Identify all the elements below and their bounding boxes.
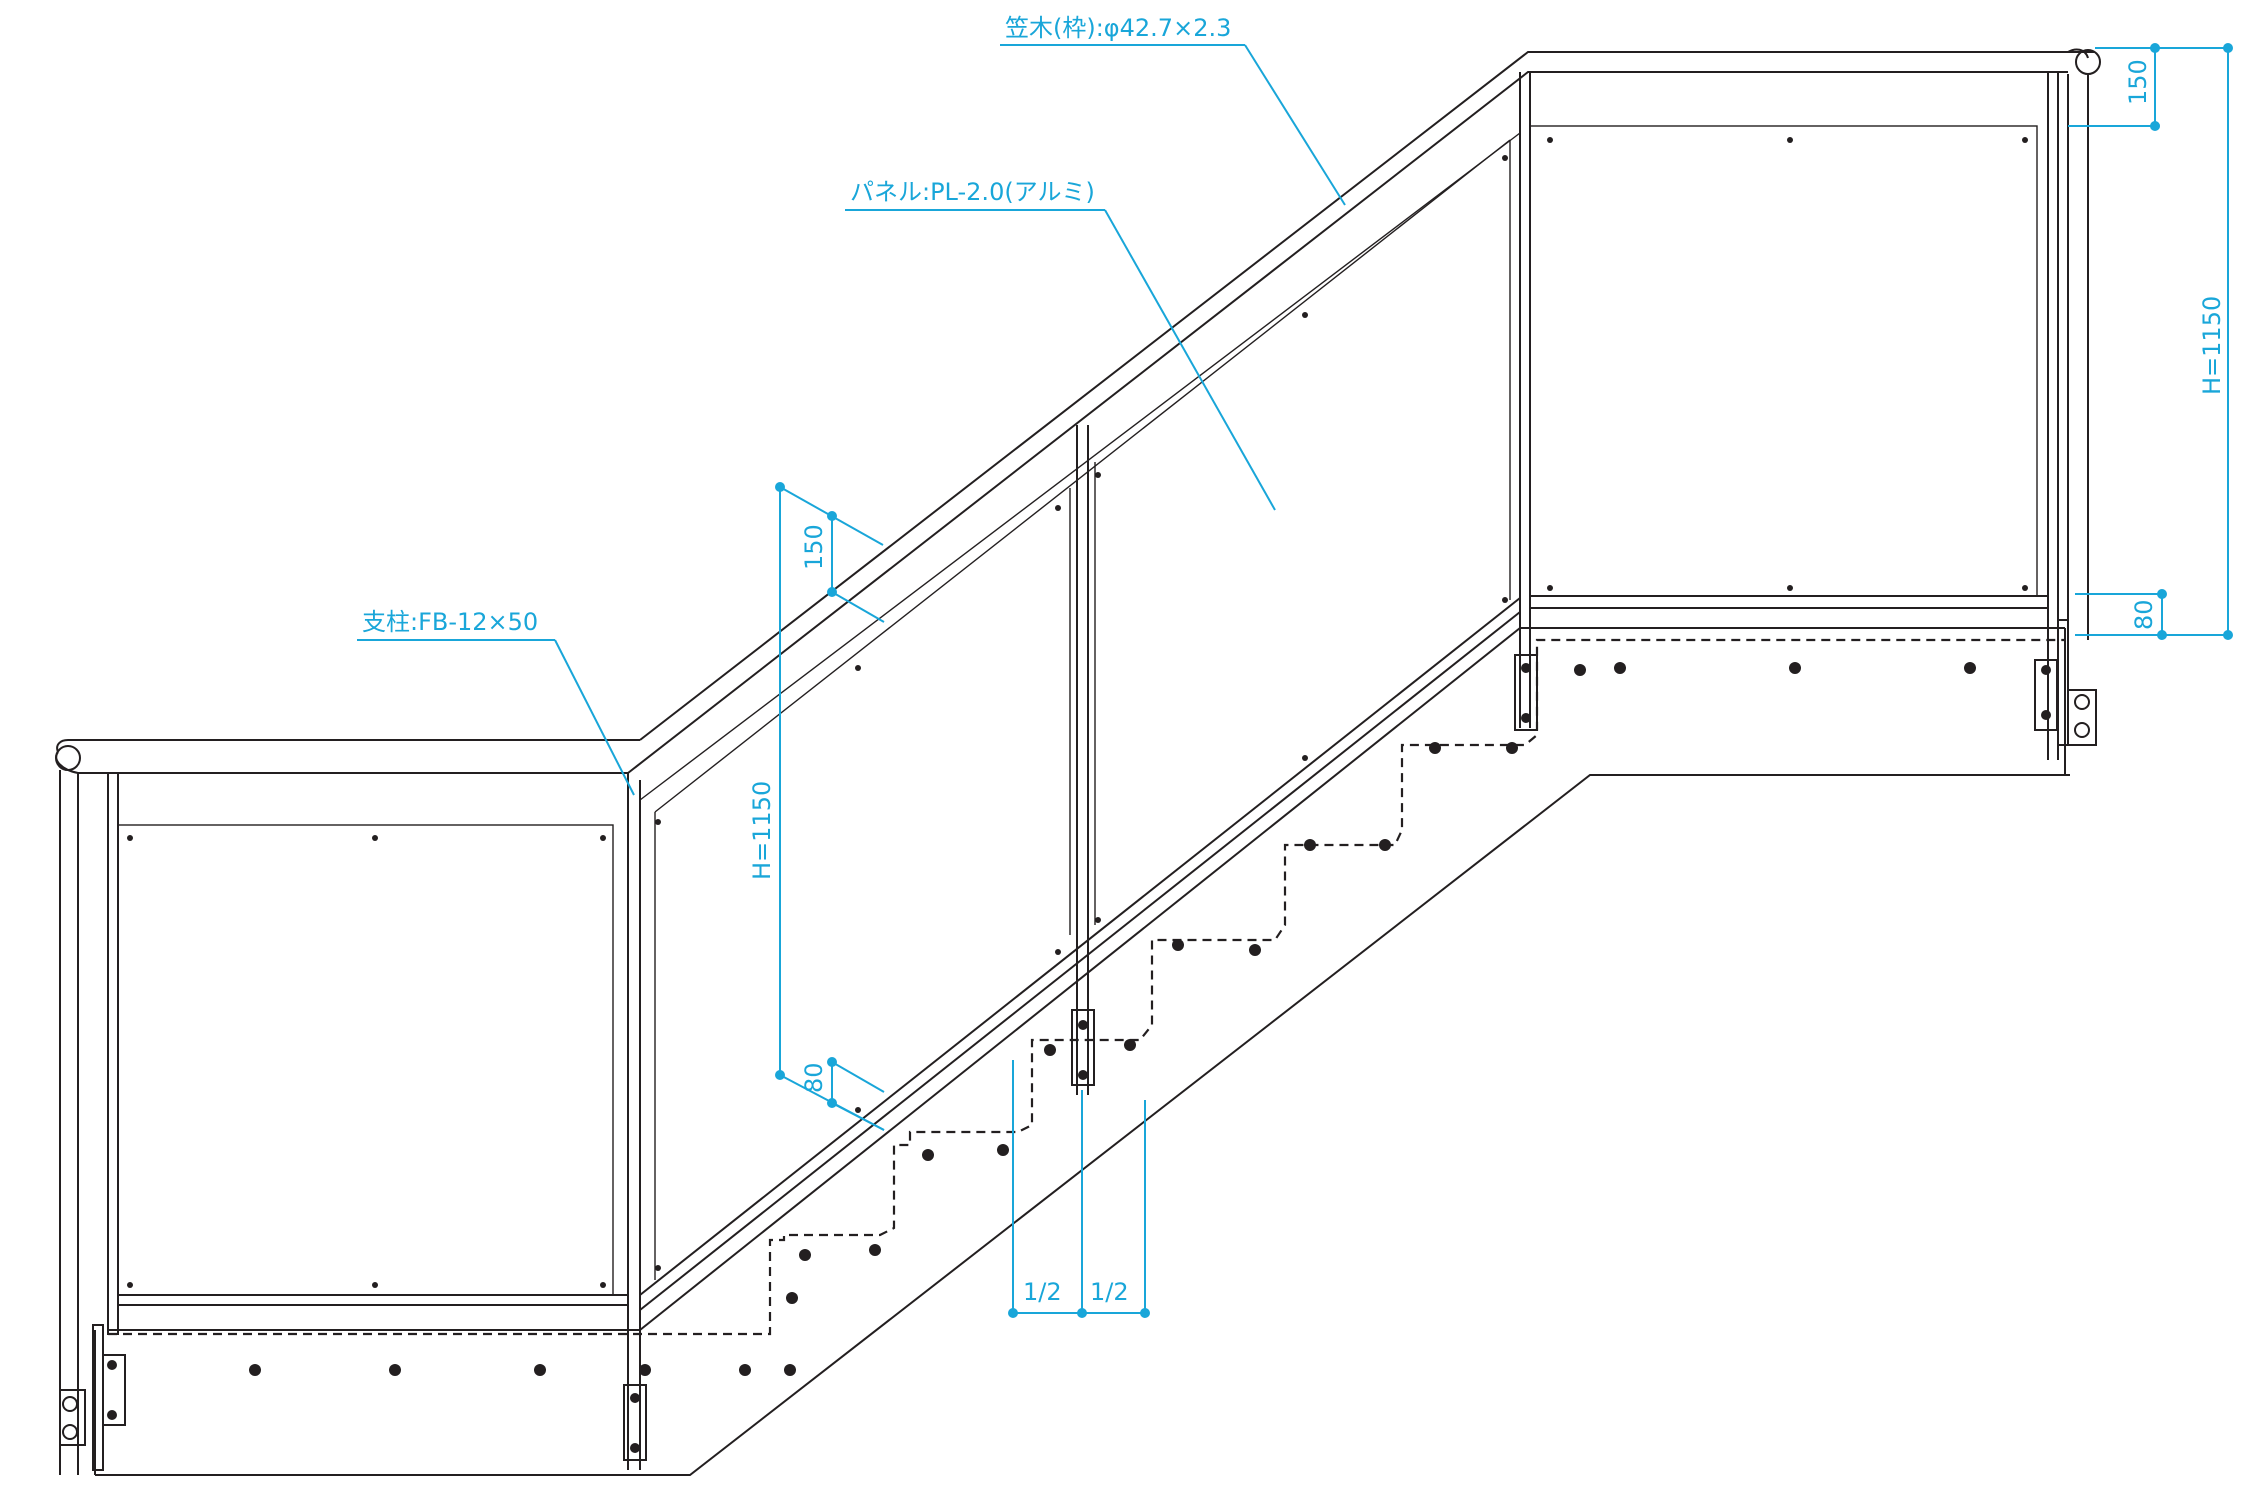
post-label: 支柱:FB-12×50	[362, 608, 538, 636]
handrail-label: 笠木(枠):φ42.7×2.3	[1005, 14, 1231, 42]
right-landing-railing	[1529, 48, 2101, 760]
base-bracket-left	[59, 1324, 126, 1471]
half-left-label: 1/2	[1023, 1278, 1062, 1306]
panel-fixing-dots	[127, 137, 2028, 1288]
base-bracket-right	[2034, 619, 2097, 746]
slope-height-label: H=1150	[748, 781, 776, 880]
slope-top-gap-label: 150	[800, 524, 828, 570]
post-callout: 支柱:FB-12×50	[357, 608, 635, 796]
stair-stringer	[94, 627, 2070, 1476]
panel-label: パネル:PL-2.0(アルミ)	[850, 178, 1095, 206]
stringer-bolts	[249, 662, 1976, 1376]
steps-hidden-outline	[108, 638, 2065, 1336]
right-bottom-gap-label: 80	[2130, 599, 2158, 630]
slope-railing	[627, 51, 2095, 1470]
half-right-label: 1/2	[1090, 1278, 1129, 1306]
half-span-dimension: 1/2 1/2	[1008, 1060, 1150, 1318]
base-bracket-upper	[1514, 654, 1538, 731]
right-height-label: H=1150	[2198, 296, 2226, 395]
slope-bottom-gap-label: 80	[800, 1062, 828, 1093]
right-dimension: 150 H=1150 80	[2068, 43, 2233, 640]
slope-dimension: 150 H=1150 80	[748, 482, 885, 1131]
right-top-gap-label: 150	[2124, 59, 2152, 105]
panel-callout: パネル:PL-2.0(アルミ)	[845, 178, 1276, 511]
base-bracket-mid	[1071, 1009, 1095, 1086]
base-bracket-mid-left	[623, 1384, 647, 1461]
handrail-callout: 笠木(枠):φ42.7×2.3	[1000, 14, 1346, 206]
left-landing-railing	[55, 739, 640, 1475]
